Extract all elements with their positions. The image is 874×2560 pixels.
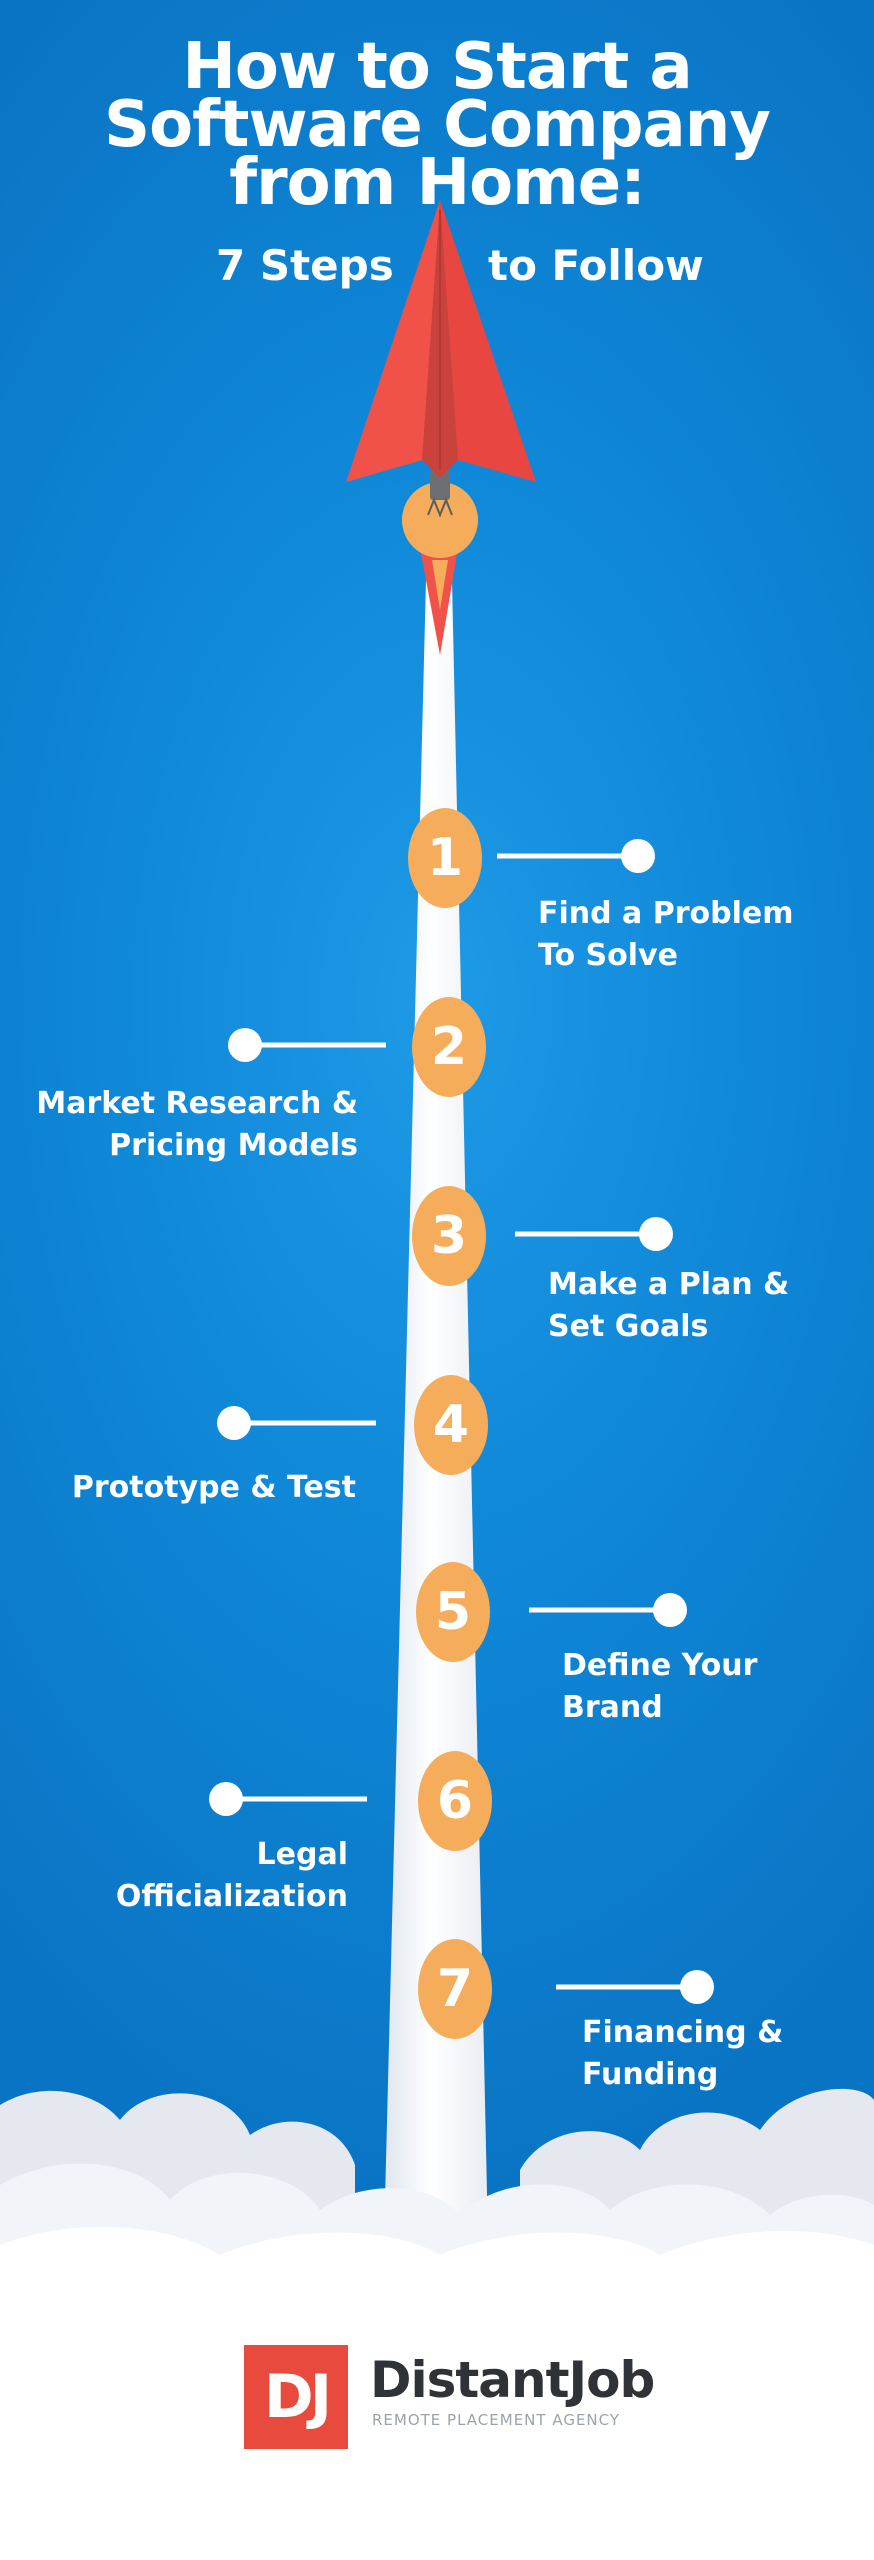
step-5-label: Define Your Brand [562,1645,757,1729]
step-1-connector-dot [621,839,655,873]
step-3-label-line-1: Make a Plan & [548,1267,790,1302]
step-connectors [209,839,714,2004]
step-4-badge [414,1375,488,1475]
step-1-number: 1 [426,828,464,888]
step-7-number: 7 [436,1959,474,2019]
step-6-badge [418,1751,492,1851]
step-3-label: Make a Plan & Set Goals [548,1264,789,1348]
step-5-connector-dot [653,1593,687,1627]
title-line-3: from Home: [229,146,646,220]
title-line-2: Software Company [104,88,771,162]
step-7-badge [418,1939,492,2039]
step-badges [408,808,492,2039]
step-4-label-line-1: Prototype & Test [71,1470,356,1505]
step-5-number: 5 [434,1582,472,1642]
cloud-icon [0,2088,874,2560]
step-6-label: Legal Officialization [116,1834,348,1918]
subtitle-left: 7 Steps [216,241,394,290]
step-6-number: 6 [436,1771,474,1831]
step-2-badge [412,997,486,1097]
flame-icon [420,548,458,655]
step-5-label-line-2: Brand [562,1690,663,1725]
step-6-label-line-1: Legal [256,1837,348,1872]
step-2-number: 2 [430,1017,468,1077]
brand-logo: DJ [244,2345,348,2449]
step-3-badge [412,1186,486,1286]
step-2-label-line-1: Market Research & [36,1086,358,1121]
lightbulb-icon [402,470,478,558]
step-1-badge [408,808,482,908]
step-2-label: Market Research & Pricing Models [36,1083,358,1167]
step-7-label-line-2: Funding [582,2057,719,2092]
step-1-label-line-2: To Solve [538,938,678,973]
step-7-label-line-1: Financing & [582,2015,784,2050]
title-line-1: How to Start a [182,30,692,104]
step-4-label: Prototype & Test [72,1467,356,1509]
step-6-label-line-2: Officialization [115,1879,348,1914]
paper-plane-icon [346,200,536,482]
step-4-number: 4 [432,1395,470,1455]
step-7-connector-dot [680,1970,714,2004]
step-1-label-line-1: Find a Problem [538,896,794,931]
step-2-connector-dot [228,1028,262,1062]
step-3-label-line-2: Set Goals [548,1309,709,1344]
step-3-connector-dot [639,1217,673,1251]
step-2-label-line-2: Pricing Models [109,1128,358,1163]
step-5-badge [416,1562,490,1662]
step-4-connector-dot [217,1406,251,1440]
step-1-label: Find a Problem To Solve [538,893,794,977]
brand-tagline: REMOTE PLACEMENT AGENCY [372,2411,621,2429]
brand-name: DistantJob [370,2351,655,2409]
page-title: How to Start a Software Company from Hom… [0,30,874,220]
subtitle-right: to Follow [488,241,704,290]
step-5-label-line-1: Define Your [562,1648,758,1683]
step-3-number: 3 [430,1206,468,1266]
step-7-label: Financing & Funding [582,2012,783,2096]
step-6-connector-dot [209,1782,243,1816]
